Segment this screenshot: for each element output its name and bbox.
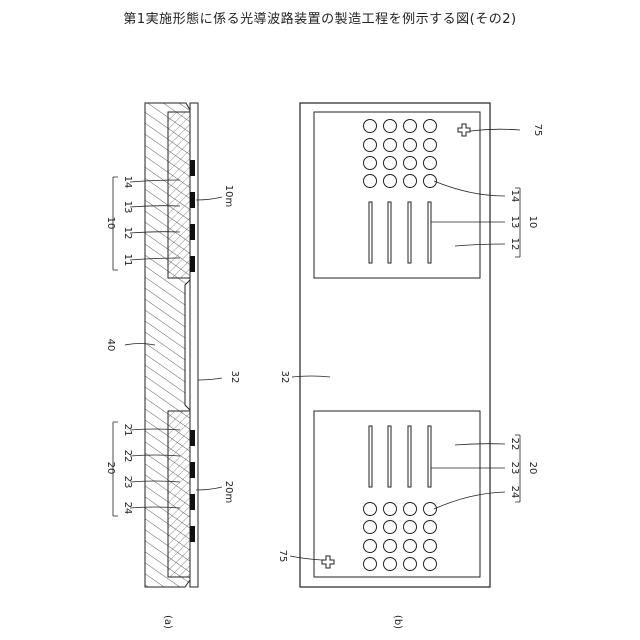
device-10-block [168,112,190,278]
label-a-12: 12 [122,227,133,240]
label-b-13: 13 [509,216,520,229]
device-10-region [314,112,480,278]
label-b-22: 22 [509,438,520,451]
caption-a: (a) [162,615,173,629]
label-a-13: 13 [122,201,133,214]
device-20-region [314,411,480,577]
label-b-14: 14 [509,190,520,203]
device-20-block [168,411,190,577]
label-40: 40 [105,339,116,352]
label-b-group-20: 20 [527,462,538,475]
label-a-23: 23 [122,476,133,489]
label-b-23: 23 [509,462,520,475]
panel-a-cross-section: 10 14 13 12 11 10m 40 32 20 21 22 23 24 … [105,103,240,629]
label-b-24: 24 [509,486,520,499]
label-10m: 10m [223,185,234,207]
label-b-group-10: 10 [527,216,538,229]
label-a-32: 32 [229,371,240,384]
label-a-22: 22 [122,450,133,463]
label-20m: 20m [223,481,234,503]
label-group-20: 20 [105,462,116,475]
caption-b: (b) [392,615,403,629]
label-b-32: 32 [279,371,290,384]
label-75-bottom: 75 [277,550,288,563]
label-75-top: 75 [532,124,543,137]
label-a-21: 21 [122,424,133,437]
label-group-10: 10 [105,217,116,230]
label-a-11: 11 [122,254,133,267]
label-a-14: 14 [122,176,133,189]
label-a-24: 24 [122,502,133,515]
panel-b-plan-view: 75 14 13 12 10 32 22 23 24 20 75 (b) [277,103,543,629]
label-b-12: 12 [509,238,520,251]
